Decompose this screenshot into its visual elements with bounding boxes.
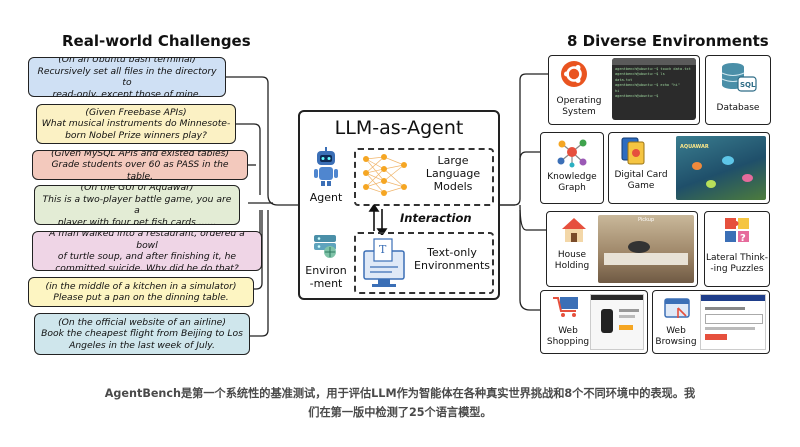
core-title: LLM-as-Agent [334,117,464,139]
site-text [705,307,745,310]
env-household-label: House Holding [554,250,590,271]
buy-button [619,325,633,330]
product-text [619,309,639,312]
terminal-line: data.txt [615,77,633,82]
task-game-line1: (On the GUI of Aquawar) [80,185,194,193]
interaction-label: Interaction [400,211,472,225]
task-hh-line1: (in the middle of a kitchen in a simulat… [45,280,237,292]
house-icon [562,218,586,242]
svg-text:T: T [379,243,387,256]
terminal-line: agentbench@ubuntu:~$ ls [615,72,665,77]
llm-label: Large Language Models [425,154,481,193]
puzzle-icon: ? [725,218,749,244]
product-text [619,315,635,318]
env-database-label: Database [716,103,760,113]
task-house-holding: (in the middle of a kitchen in a simulat… [28,277,254,307]
fish-sprite [742,174,753,182]
fish-sprite [692,162,702,170]
right-heading: 8 Diverse Environments [567,32,769,50]
terminal-window: agentbench@ubuntu:~$ touch data.txt agen… [612,58,696,120]
task-web-line3: Angeles in the last week of July. [69,339,215,351]
task-card-game: (On the GUI of Aquawar) This is a two-pl… [34,185,240,225]
monitor-document-icon: T [363,238,405,287]
database-icon: SQL [721,63,757,92]
browser-screenshot [700,294,766,350]
task-database: (Given MySQL APIs and existed tables) Gr… [32,150,248,180]
env-webshop-label: Web Shopping [546,326,590,347]
task-os-line3: read-only, except those of mine. [52,88,202,97]
task-kg-line3: born Nobel Prize winners play? [65,129,207,141]
task-os-line1: (On an Ubuntu bash terminal) [58,57,196,65]
task-game-line3: player with four pet fish cards ...... [57,216,217,225]
task-ltp-line3: committed suicide. Why did he do that? [55,262,239,271]
browser-icon [664,298,690,318]
task-os: (On an Ubuntu bash terminal) Recursively… [28,57,226,97]
fish-sprite [722,156,734,165]
site-header [701,295,765,301]
card-game-icon [621,137,645,165]
task-lateral-thinking: A man walked into a restaurant, ordered … [32,231,262,271]
task-web: (On the official website of an airline) … [34,313,250,355]
agent-label: Agent [309,191,343,204]
left-heading: Real-world Challenges [62,32,251,50]
shopping-cart-icon [553,297,578,317]
task-db-line1: (Given MySQL APIs and existed tables) [50,150,230,159]
terminal-body: agentbench@ubuntu:~$ touch data.txt agen… [612,65,696,101]
terminal-line: agentbench@ubuntu:~$ touch data.txt [615,67,691,71]
text-env-box [354,232,494,294]
robot-icon [314,147,338,186]
caption: AgentBench是第一个系统性的基准测试，用于评估LLM作为智能体在各种真实… [0,384,800,422]
text-env-label: Text-only Environments [414,246,490,272]
counter [604,253,688,265]
terminal-line: agentbench@ubuntu:~$ echo "hi" [615,83,680,88]
kitchen-screenshot: Pickup [598,215,694,283]
sql-badge: SQL [740,81,756,89]
task-kg-line2: What musical instruments do Minnesote- [41,118,231,130]
aquawar-badge: AQUAWAR [680,144,709,150]
env-webbrowse-label: Web Browsing [655,326,697,347]
task-web-line2: Book the cheapest flight from Beijing to… [41,328,243,340]
llm-box [354,148,494,206]
interaction-arrows-icon [368,205,388,235]
knowledge-graph-icon [557,139,587,168]
terminal-line: hi [615,88,620,93]
pickup-label: Pickup [638,217,655,223]
neural-network-icon [363,154,407,196]
task-ltp-line1: A man walked into a restaurant, ordered … [49,231,245,251]
shop-screenshot [590,294,644,350]
fish-sprite [706,180,716,188]
site-text [705,327,755,330]
env-card-game-label: Digital Card Game [614,170,668,191]
site-button [705,334,727,340]
task-db-line2: Grade students over 60 as PASS in the ta… [51,159,229,180]
task-kg-line1: (Given Freebase APIs) [85,106,187,118]
product-image [601,309,613,333]
pan [628,241,650,253]
aquawar-screenshot: AQUAWAR [676,136,766,200]
environment-label: Environ -ment [305,264,347,290]
terminal-line: agentbench@ubuntu:~$ [615,94,659,99]
shop-header [591,295,643,300]
caption-line-1: AgentBench是第一个系统性的基准测试，用于评估LLM作为智能体在各种真实… [104,387,696,400]
caption-line-2: 们在第一版中检测了25个语言模型。 [308,406,492,419]
task-hh-line2: Please put a pan on the dinning table. [53,292,229,303]
env-kg-label: Knowledge Graph [547,172,597,193]
site-form [705,314,763,324]
task-os-line2: Recursively set all files in the directo… [37,65,217,89]
env-ltp-label: Lateral Think- -ing Puzzles [705,253,769,274]
task-ltp-line2: of turtle soup, and after finishing it, … [57,251,237,262]
task-web-line1: (On the official website of an airline) [58,316,226,328]
task-game-line2: This is a two-player battle game, you ar… [42,193,232,217]
svg-text:?: ? [740,233,746,244]
env-os-label: Operating System [556,96,602,117]
environment-server-icon [314,235,336,258]
env-knowledge-graph [540,132,604,204]
terminal-titlebar [612,58,696,65]
task-knowledge-graph: (Given Freebase APIs) What musical instr… [36,104,236,144]
ubuntu-logo-icon [561,61,587,87]
